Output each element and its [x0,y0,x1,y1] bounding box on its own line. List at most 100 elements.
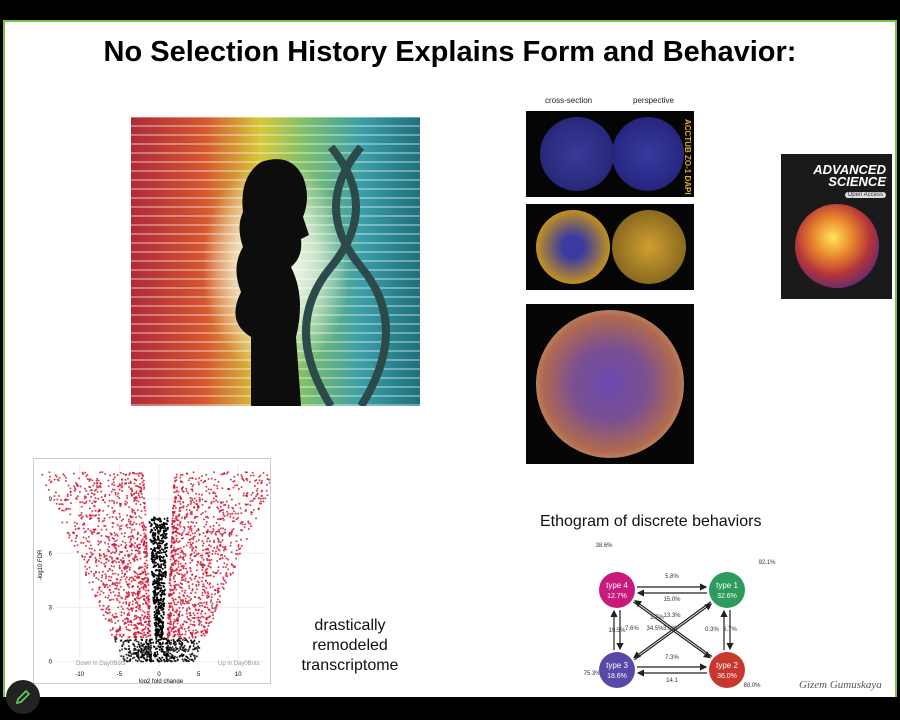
point [159,578,162,581]
point [164,551,167,554]
point-significant [115,587,118,590]
point [160,606,163,609]
point-significant [208,540,211,543]
point-significant [173,554,176,557]
edge-label: 7.3% [665,655,679,661]
point-significant [118,553,121,556]
point [168,642,171,645]
point [152,531,155,534]
point-significant [175,539,178,542]
point-significant [195,584,198,587]
point [134,659,137,662]
point-significant [61,521,64,524]
point-significant [181,623,184,626]
point-significant [60,499,63,502]
point-significant [95,559,98,562]
point-significant [108,568,111,571]
point-significant [199,598,202,601]
point-significant [148,605,151,608]
point-significant [104,596,107,599]
point-significant [134,570,137,573]
point-significant [117,485,120,488]
point-significant [179,635,182,638]
point-significant [107,542,110,545]
point-significant [125,626,128,629]
point-significant [207,477,210,480]
point [153,616,156,619]
point-significant [114,543,117,546]
point-significant [93,504,96,507]
point-significant [123,532,126,535]
point [162,621,165,624]
point-significant [112,590,115,593]
point [163,523,166,526]
point [160,659,163,662]
point-significant [94,561,97,564]
point-significant [189,623,192,626]
point-significant [138,547,141,550]
point-significant [172,614,175,617]
point [156,550,159,553]
point-significant [242,494,245,497]
point-significant [131,600,134,603]
point [118,649,121,652]
point-significant [221,532,224,535]
point-significant [208,558,211,561]
point-significant [141,610,144,613]
point [152,553,155,556]
point-significant [111,488,114,491]
point-significant [236,484,239,487]
point-significant [128,586,131,589]
point-significant [210,501,213,504]
point [161,600,164,603]
point-significant [127,629,130,632]
point-significant [211,614,214,617]
point [152,575,155,578]
point-significant [237,545,240,548]
point-significant [223,504,226,507]
point-significant [249,474,252,477]
point [143,648,146,651]
point-significant [197,552,200,555]
point-significant [148,607,151,610]
point [153,560,156,563]
point-significant [124,597,127,600]
point-significant [182,574,185,577]
point-significant [137,492,140,495]
point [152,534,155,537]
point [181,655,184,658]
point-significant [174,584,177,587]
point-significant [228,535,231,538]
point-significant [144,535,147,538]
point-significant [134,601,137,604]
point-significant [147,627,150,630]
point-significant [137,604,140,607]
point-significant [197,623,200,626]
point [195,655,198,658]
point-significant [112,478,115,481]
point-significant [181,633,184,636]
point-significant [181,576,184,579]
point-significant [53,498,56,501]
point-significant [185,490,188,493]
point [150,548,153,551]
point-significant [124,500,127,503]
point-significant [197,616,200,619]
point-significant [260,480,263,483]
point-significant [139,583,142,586]
point-significant [208,530,211,533]
point [126,660,129,663]
point [153,517,156,520]
behavior-node [709,652,745,688]
point-significant [184,577,187,580]
point-significant [222,578,225,581]
pencil-icon[interactable] [6,680,40,714]
point-significant [221,586,224,589]
point-significant [89,544,92,547]
point-significant [235,540,238,543]
point-significant [257,497,260,500]
point-significant [106,586,109,589]
point-significant [114,540,117,543]
point-significant [127,555,130,558]
point [164,547,167,550]
